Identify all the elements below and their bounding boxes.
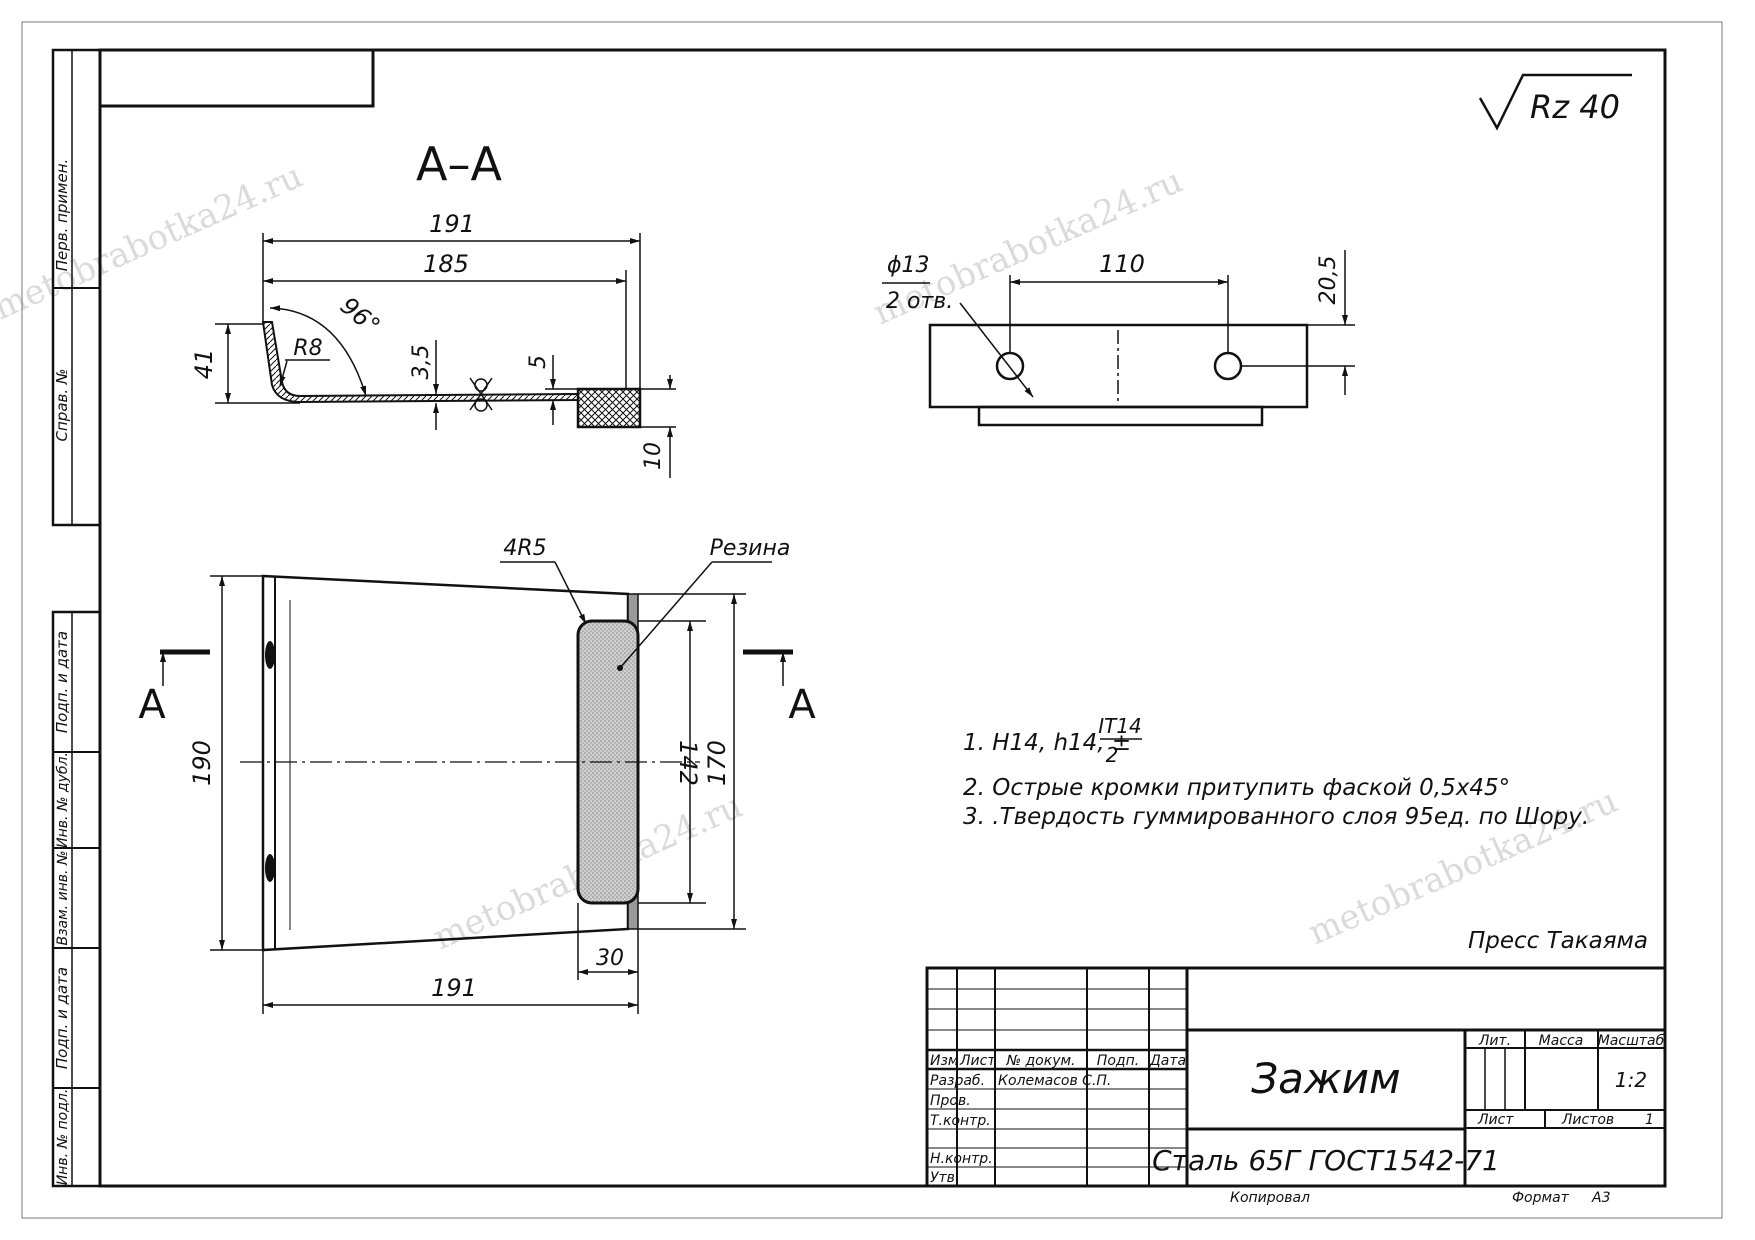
- dim-height-41: 41: [190, 349, 218, 380]
- tb-listov: Листов: [1561, 1112, 1614, 1128]
- tb-listov-count: 1: [1645, 1112, 1654, 1128]
- side-label-inv-no-podl: Инв. № подл.: [55, 1089, 71, 1186]
- side-label-perv-primen: Перв. примен.: [53, 159, 71, 272]
- hole-right: [1213, 351, 1243, 381]
- slot-bottom: [265, 854, 275, 882]
- top-view: ϕ13 2 отв. 110 20,5: [882, 250, 1355, 427]
- note-1-prefix: 1. H14, h14, ±: [963, 730, 1131, 756]
- tb-part-name: Зажим: [1251, 1054, 1400, 1103]
- top-left-stamp-box: [98, 48, 375, 108]
- side-label-podp-data-1: Подп. и дата: [53, 631, 71, 733]
- left-side-columns: [51, 48, 102, 1188]
- dim-height-190: 190: [188, 740, 216, 786]
- tb-hdr-list: Лист: [959, 1053, 996, 1069]
- side-label-sprav-no: Справ. №: [53, 369, 71, 442]
- border-frame: [98, 48, 1667, 1188]
- tb-razrab: Разраб.: [930, 1073, 985, 1089]
- dim-hole-offset-20-5: 20,5: [1316, 256, 1341, 305]
- dim-width-191: 191: [431, 974, 477, 1002]
- dim-thickness-3-5: 3,5: [409, 345, 434, 380]
- hole-diameter-label: ϕ13: [887, 253, 930, 278]
- tb-kopiroval: Копировал: [1230, 1190, 1310, 1206]
- top-view-rubber: [977, 405, 1264, 427]
- dim-straight-185: 185: [423, 250, 469, 278]
- title-block: [925, 966, 1667, 1188]
- tb-material: Сталь 65Г ГОСТ1542-71: [1152, 1144, 1500, 1177]
- rubber-pad-section: [576, 387, 642, 429]
- tb-hdr-izm: Изм: [930, 1053, 959, 1069]
- tb-hdr-data: Дата: [1149, 1053, 1186, 1069]
- tb-utv: Утв.: [930, 1170, 959, 1186]
- dim-overall-191: 191: [429, 210, 475, 238]
- tb-masshtab: Масштаб: [1598, 1033, 1665, 1049]
- tb-razrab-name: Колемасов С.П.: [998, 1073, 1111, 1089]
- section-mark-right: A: [788, 682, 816, 728]
- tb-nkontr: Н.контр.: [930, 1151, 993, 1167]
- corner-radius-label: 4R5: [503, 536, 546, 561]
- machine-label: Пресс Такаяма: [1468, 928, 1648, 954]
- title-block-text: Изм Лист № докум. Подп. Дата Разраб. Кол…: [930, 1033, 1665, 1206]
- tb-format-value: А3: [1591, 1190, 1610, 1206]
- note-3: 3. .Твердость гуммированного слоя 95ед. …: [963, 804, 1589, 830]
- plan-view: 4R5 Резина 190 142 170 30 191 A A: [138, 536, 816, 1014]
- dim-radius-r8: R8: [293, 336, 322, 361]
- rubber-label: Резина: [710, 536, 791, 561]
- slot-top: [265, 641, 275, 669]
- tb-hdr-docum: № докум.: [1005, 1053, 1075, 1069]
- tb-hdr-podp: Подп.: [1097, 1053, 1139, 1069]
- dim-hole-spacing-110: 110: [1099, 250, 1145, 278]
- hole-count-label: 2 отв.: [886, 289, 953, 314]
- dim-step-5: 5: [526, 355, 551, 369]
- watermarks: metobrabotka24.ru metobrabotka24.ru meto…: [0, 156, 1624, 958]
- side-label-inv-no-dubl: Инв. № дубл.: [55, 752, 71, 848]
- dim-angle-96: 96°: [335, 291, 386, 340]
- note-1-denominator: 2: [1106, 743, 1119, 767]
- tb-format-label: Формат: [1512, 1190, 1570, 1206]
- outer-trim-frame: [21, 21, 1723, 1219]
- tb-list: Лист: [1477, 1112, 1514, 1128]
- section-label: A–A: [416, 137, 502, 191]
- tb-massa: Масса: [1539, 1033, 1584, 1049]
- dim-rubber-142: 142: [674, 740, 702, 786]
- dim-width-30: 30: [596, 946, 624, 971]
- section-view: 191 185 41 96° R8 3,5 5 10: [190, 210, 676, 478]
- tb-prov: Пров.: [930, 1093, 971, 1109]
- dim-rubber-10: 10: [641, 442, 666, 470]
- dim-height-170: 170: [703, 740, 731, 786]
- tb-scale: 1:2: [1615, 1068, 1647, 1092]
- roughness-label: Rz 40: [1530, 88, 1620, 126]
- side-label-vzam-inv-no: Взам. инв. №: [55, 850, 71, 945]
- note-2: 2. Острые кромки притупить фаской 0,5х45…: [963, 775, 1510, 801]
- roughness-symbol-icon: [1478, 73, 1632, 131]
- section-mark-left: A: [138, 682, 166, 728]
- technical-notes: 1. H14, h14, ± IT14 2 2. Острые кромки п…: [963, 714, 1589, 830]
- note-1-numerator: IT14: [1098, 714, 1142, 738]
- tb-lit: Лит.: [1478, 1033, 1511, 1049]
- hole-left: [995, 351, 1025, 381]
- tb-tkontr: Т.контр.: [930, 1113, 991, 1129]
- side-label-podp-data-2: Подп. и дата: [53, 967, 71, 1069]
